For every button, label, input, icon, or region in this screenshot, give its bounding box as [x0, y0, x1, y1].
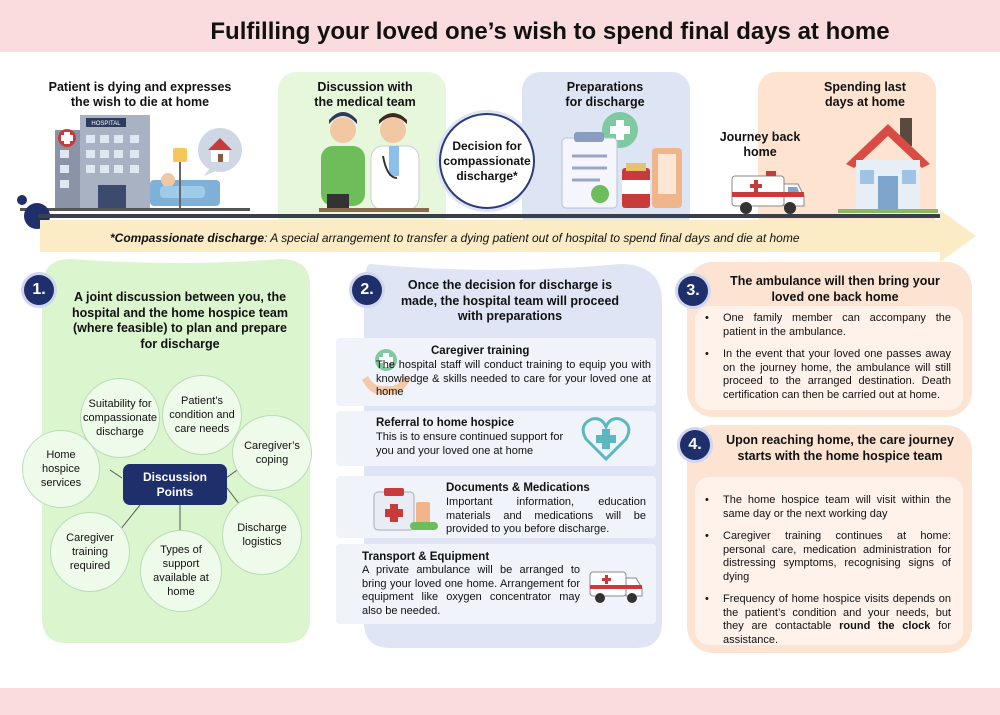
- page-title: Fulfilling your loved one’s wish to spen…: [210, 18, 890, 45]
- bubble-home-hospice: Home hospice services: [22, 430, 100, 508]
- referral-text: This is to ensure continued support for …: [376, 431, 564, 457]
- card-referral: Referral to home hospice This is to ensu…: [336, 411, 656, 466]
- bubble-discharge-logistics: Discharge logistics: [222, 495, 302, 575]
- section4-bullet: Caregiver training continues at home: pe…: [703, 530, 951, 584]
- timeline-arrow: [38, 210, 976, 262]
- documents-heading: Documents & Medications: [446, 482, 590, 494]
- transport-text: A private ambulance will be arranged to …: [362, 564, 580, 617]
- card-transport: Transport & Equipment A private ambulanc…: [336, 544, 656, 624]
- caregiver-training-heading: Caregiver training: [431, 345, 530, 357]
- transport-heading: Transport & Equipment: [362, 551, 490, 563]
- bubble-patient-condition: Patient’s condition and care needs: [162, 375, 242, 455]
- section3-bullet: One family member can accompany the pati…: [703, 312, 951, 339]
- compassionate-discharge-footnote: *Compassionate discharge: A special arra…: [110, 231, 800, 245]
- section3-bullets: One family member can accompany the pati…: [703, 312, 951, 411]
- section3-bullet: In the event that your loved one passes …: [703, 348, 951, 402]
- ambulance-illustration: [731, 171, 805, 214]
- ambulance-icon: [589, 571, 643, 603]
- medical-team-illustration: [319, 112, 429, 212]
- referral-heading: Referral to home hospice: [376, 417, 515, 429]
- hospital-sign: HOSPITAL: [91, 121, 121, 127]
- footer-band: [0, 688, 1000, 715]
- bubble-caregiver-coping: Caregiver’s coping: [232, 415, 312, 491]
- section4-bullets: The home hospice team will visit within …: [703, 494, 951, 656]
- documents-text: Important information, education materia…: [446, 496, 646, 535]
- bubble-caregiver-training: Caregiver training required: [50, 512, 130, 592]
- medications-icon: [373, 488, 438, 531]
- heart-care-icon: [581, 417, 631, 462]
- bubble-support-types: Types of support available at home: [140, 530, 222, 612]
- bubble-suitability: Suitability for compassionate discharge: [80, 378, 160, 458]
- medical-supplies-illustration: [561, 112, 682, 209]
- card-caregiver-training: Caregiver training The hospital staff wi…: [336, 338, 656, 406]
- house-illustration: [838, 118, 938, 213]
- section4-bullet: Frequency of home hospice visits depends…: [703, 593, 951, 647]
- caring-hands-icon: [362, 349, 410, 395]
- section1-number: 1.: [24, 275, 54, 305]
- hospital-illustration: HOSPITAL: [20, 115, 250, 211]
- section3-number: 3.: [678, 276, 708, 306]
- caregiver-training-text: The hospital staff will conduct training…: [376, 359, 651, 398]
- section4-number: 4.: [680, 430, 710, 460]
- header-band: [0, 0, 1000, 52]
- section2-number: 2.: [352, 275, 382, 305]
- card-documents: Documents & Medications Important inform…: [336, 476, 656, 538]
- section4-bullet: The home hospice team will visit within …: [703, 494, 951, 521]
